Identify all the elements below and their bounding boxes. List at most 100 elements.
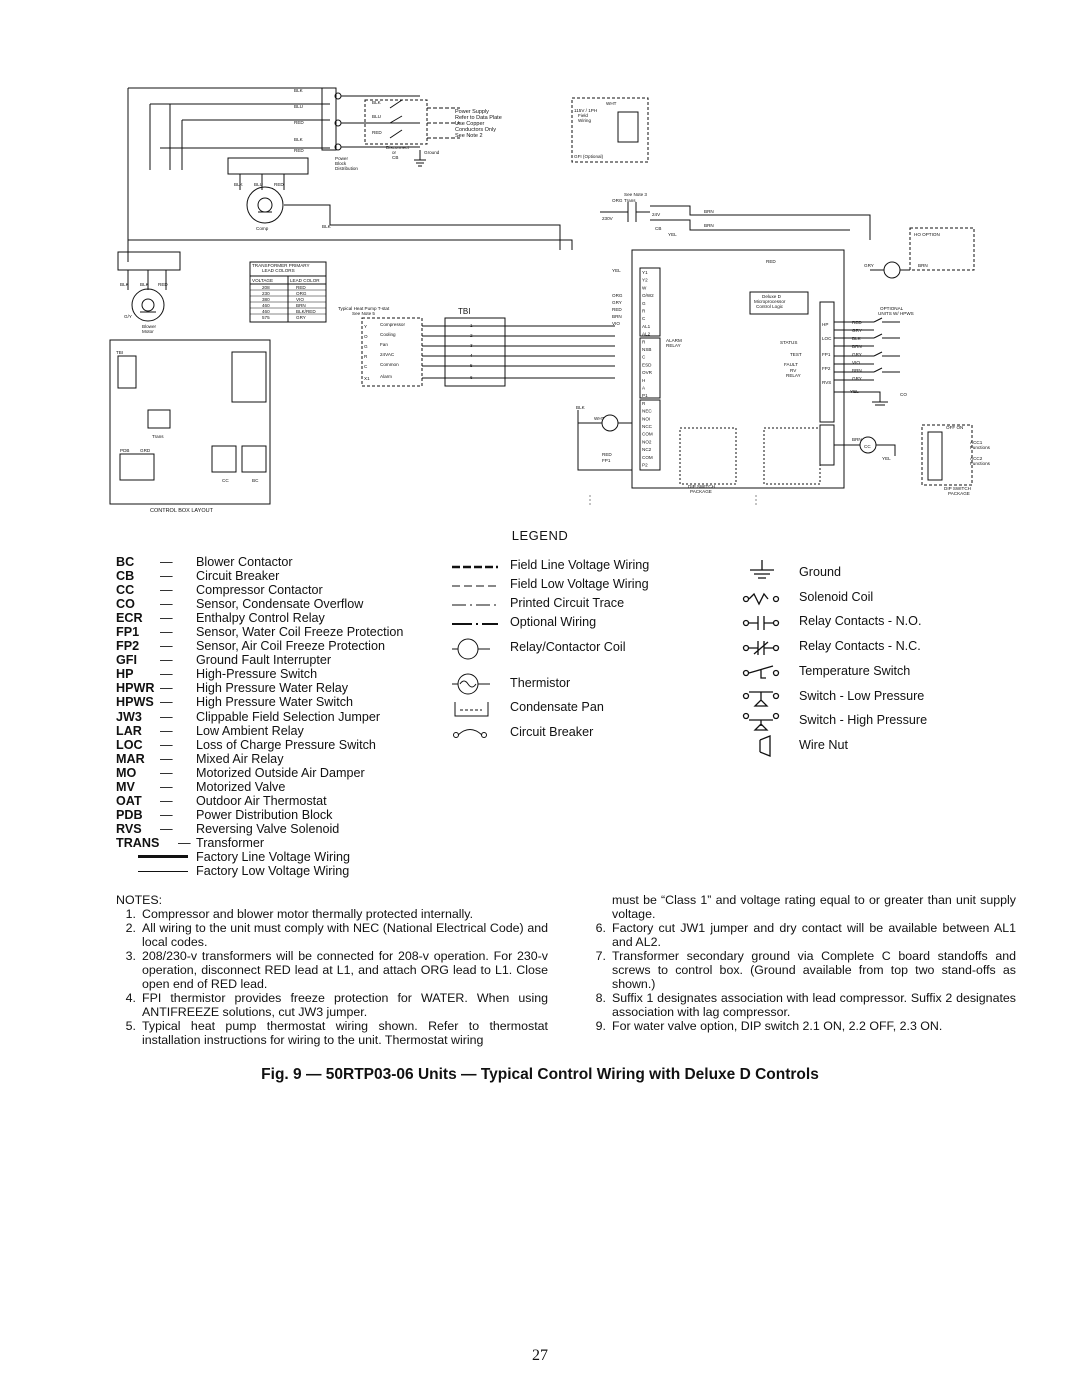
wire-color-label: BRN bbox=[704, 209, 714, 214]
note-number: 7. bbox=[595, 949, 606, 963]
tbi-terminal-number: 1 bbox=[470, 323, 473, 328]
abbr-desc: Transformer bbox=[196, 835, 265, 850]
comp-label: Comp bbox=[256, 226, 269, 231]
abbr-code: CB bbox=[116, 569, 135, 584]
abbr-desc: Low Ambient Relay bbox=[196, 723, 304, 738]
board-pin-label: COM bbox=[642, 432, 653, 437]
legend-symbol-label: Condensate Pan bbox=[510, 700, 604, 714]
abbr-code: ECR bbox=[116, 611, 143, 626]
wire-color-label: GRY bbox=[852, 376, 862, 381]
wire-color-label: BRN bbox=[612, 314, 622, 319]
wire-color-label: WHT bbox=[606, 101, 617, 106]
abbr-desc: High Pressure Water Switch bbox=[196, 695, 354, 710]
wire-color-label: BLU bbox=[294, 104, 303, 109]
factory-wiring-row: Factory Line Voltage Wiring bbox=[138, 850, 436, 864]
note-number: 2. bbox=[125, 921, 136, 935]
abbr-dash: — bbox=[160, 779, 173, 794]
board-pin-label: AL1 bbox=[642, 324, 651, 329]
abbr-code: PDB bbox=[116, 807, 143, 822]
board-pin-label: NEC bbox=[642, 409, 652, 414]
wire-color-label: ORG bbox=[612, 293, 623, 298]
legend-abbr-row: MO—Motorized Outside Air Damper bbox=[116, 766, 436, 780]
note-item: 1. Compressor and blower motor thermally … bbox=[116, 907, 548, 921]
abbr-code: BC bbox=[116, 555, 135, 569]
wire-color-label: WHT bbox=[594, 416, 605, 421]
board-pin-label: O/W2 bbox=[642, 293, 654, 298]
abbr-desc: Mixed Air Relay bbox=[196, 751, 284, 766]
note-number: 9. bbox=[595, 1019, 606, 1033]
tbi-terminal-number: 4 bbox=[470, 353, 473, 358]
note-number: 1. bbox=[125, 907, 136, 921]
abbr-desc: Enthalpy Control Relay bbox=[196, 611, 325, 626]
wire-color-label: BLU bbox=[372, 114, 381, 119]
note-text: Compressor and blower motor thermally pr… bbox=[142, 907, 474, 921]
wire-color-label: BLK bbox=[234, 182, 244, 187]
legend-symbol-label: Temperature Switch bbox=[799, 664, 911, 678]
abbr-desc: High-Pressure Switch bbox=[196, 667, 318, 682]
tstat-terminal-name: Common bbox=[380, 362, 399, 367]
abbr-desc: Sensor, Air Coil Freeze Protection bbox=[196, 639, 385, 654]
wire-color-label: GRY bbox=[864, 263, 874, 268]
wire-color-label: VIO bbox=[612, 321, 620, 326]
board-pin-label: NO2 bbox=[642, 439, 652, 444]
note-5-continuation: must be “Class 1” and voltage rating equ… bbox=[612, 893, 1016, 921]
board-pin-label: H bbox=[642, 378, 645, 383]
abbr-desc: Ground Fault Interrupter bbox=[196, 653, 332, 668]
fp2-label: FP2 bbox=[822, 366, 831, 371]
abbr-desc: Compressor Contactor bbox=[196, 583, 323, 598]
abbr-dash: — bbox=[160, 793, 173, 808]
tbi-terminal-number: 3 bbox=[470, 343, 473, 348]
legend-symbol-label: Relay/Contactor Coil bbox=[510, 640, 626, 654]
legend-symbol-label: Relay Contacts - N.O. bbox=[799, 614, 922, 628]
factory-wiring-label: Factory Low Voltage Wiring bbox=[196, 864, 350, 879]
note-text: Suffix 1 designates association with lea… bbox=[612, 991, 1016, 1019]
wire-color-label: BLK bbox=[576, 405, 586, 410]
abbr-code: JW3 bbox=[116, 709, 142, 724]
abbr-desc: Outdoor Air Thermostat bbox=[196, 793, 327, 808]
board-pin-label: COM bbox=[642, 455, 653, 460]
board-pin-label: AL2 bbox=[642, 332, 651, 337]
wire-color-label: RED bbox=[294, 120, 304, 125]
abbr-dash: — bbox=[160, 681, 173, 696]
tbi-terminal-number: 5 bbox=[470, 363, 473, 368]
board-pin-labels: Y1Y2WO/W2GRCAL1AL2RNSBCESDOVRHAP1RNECNOI… bbox=[642, 270, 654, 468]
abbr-dash: — bbox=[160, 611, 173, 626]
legend-symbol-label: Switch - Low Pressure bbox=[799, 689, 925, 703]
legend-abbr-row: OAT — Outdoor Air Thermostat bbox=[116, 794, 436, 808]
abbr-code: MAR bbox=[116, 751, 145, 766]
abbr-code: OAT bbox=[116, 793, 142, 808]
abbr-code: GFI bbox=[116, 653, 137, 668]
board-pin-label: A bbox=[642, 386, 646, 391]
legend-symbol-label: Relay Contacts - N.C. bbox=[799, 639, 921, 653]
abbr-dash: — bbox=[160, 821, 173, 836]
wire-color-label: BLK bbox=[322, 224, 332, 229]
board-pin-label: NOI bbox=[642, 416, 650, 421]
board-pin-label: R bbox=[642, 339, 646, 344]
wire-color-label: BLK bbox=[140, 282, 150, 287]
legend-abbr-row: JW3—Clippable Field Selection Jumper bbox=[116, 710, 436, 724]
note-number: 3. bbox=[125, 949, 136, 963]
tbi-box-label: TBI bbox=[116, 350, 123, 355]
legend-abbr-row: GFI—Ground Fault Interrupter bbox=[116, 653, 436, 667]
note-item: 6.Factory cut JW1 jumper and dry contact… bbox=[586, 921, 1016, 949]
abbr-code: HP bbox=[116, 667, 134, 682]
legend-symbol-label: Switch - High Pressure bbox=[799, 713, 928, 727]
abbr-dash: — bbox=[160, 583, 173, 598]
wire-color-label: BLK bbox=[120, 282, 130, 287]
abbr-dash: — bbox=[160, 751, 173, 766]
tstat-terminal-id: O bbox=[364, 334, 368, 339]
tstat-terminal-name: Alarm bbox=[380, 374, 392, 379]
legend-symbol-label: Optional Wiring bbox=[510, 615, 597, 629]
wire-color-label: BLK bbox=[372, 100, 382, 105]
table-lead-color: ORG bbox=[296, 291, 307, 296]
legend-symbol-label: Printed Circuit Trace bbox=[510, 596, 625, 610]
board-pin-label: C bbox=[642, 316, 646, 321]
